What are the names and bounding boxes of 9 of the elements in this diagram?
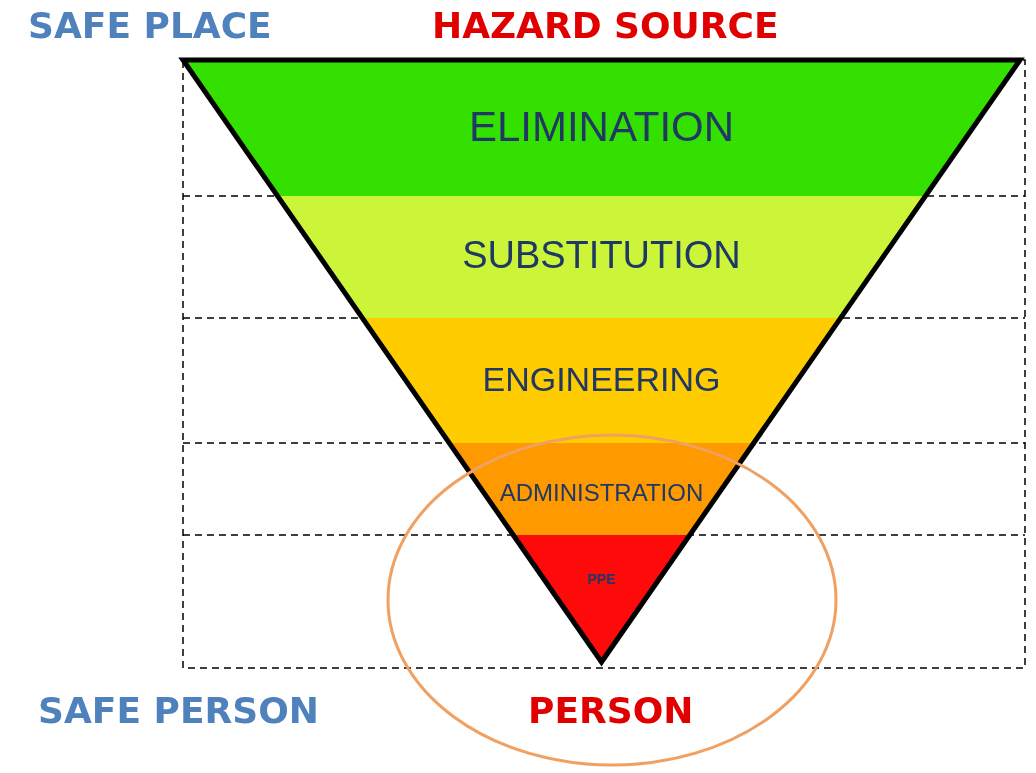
level-label: ADMINISTRATION <box>498 479 705 508</box>
level-label: PPE <box>586 571 617 588</box>
corner-label: SAFE PERSON <box>38 690 319 731</box>
corner-label: SAFE PLACE <box>28 5 272 46</box>
corner-label: PERSON <box>528 690 694 731</box>
level-label: ELIMINATION <box>467 102 736 151</box>
level-label: SUBSTITUTION <box>461 234 742 278</box>
level-label: ENGINEERING <box>481 360 722 400</box>
corner-label: HAZARD SOURCE <box>432 5 779 46</box>
